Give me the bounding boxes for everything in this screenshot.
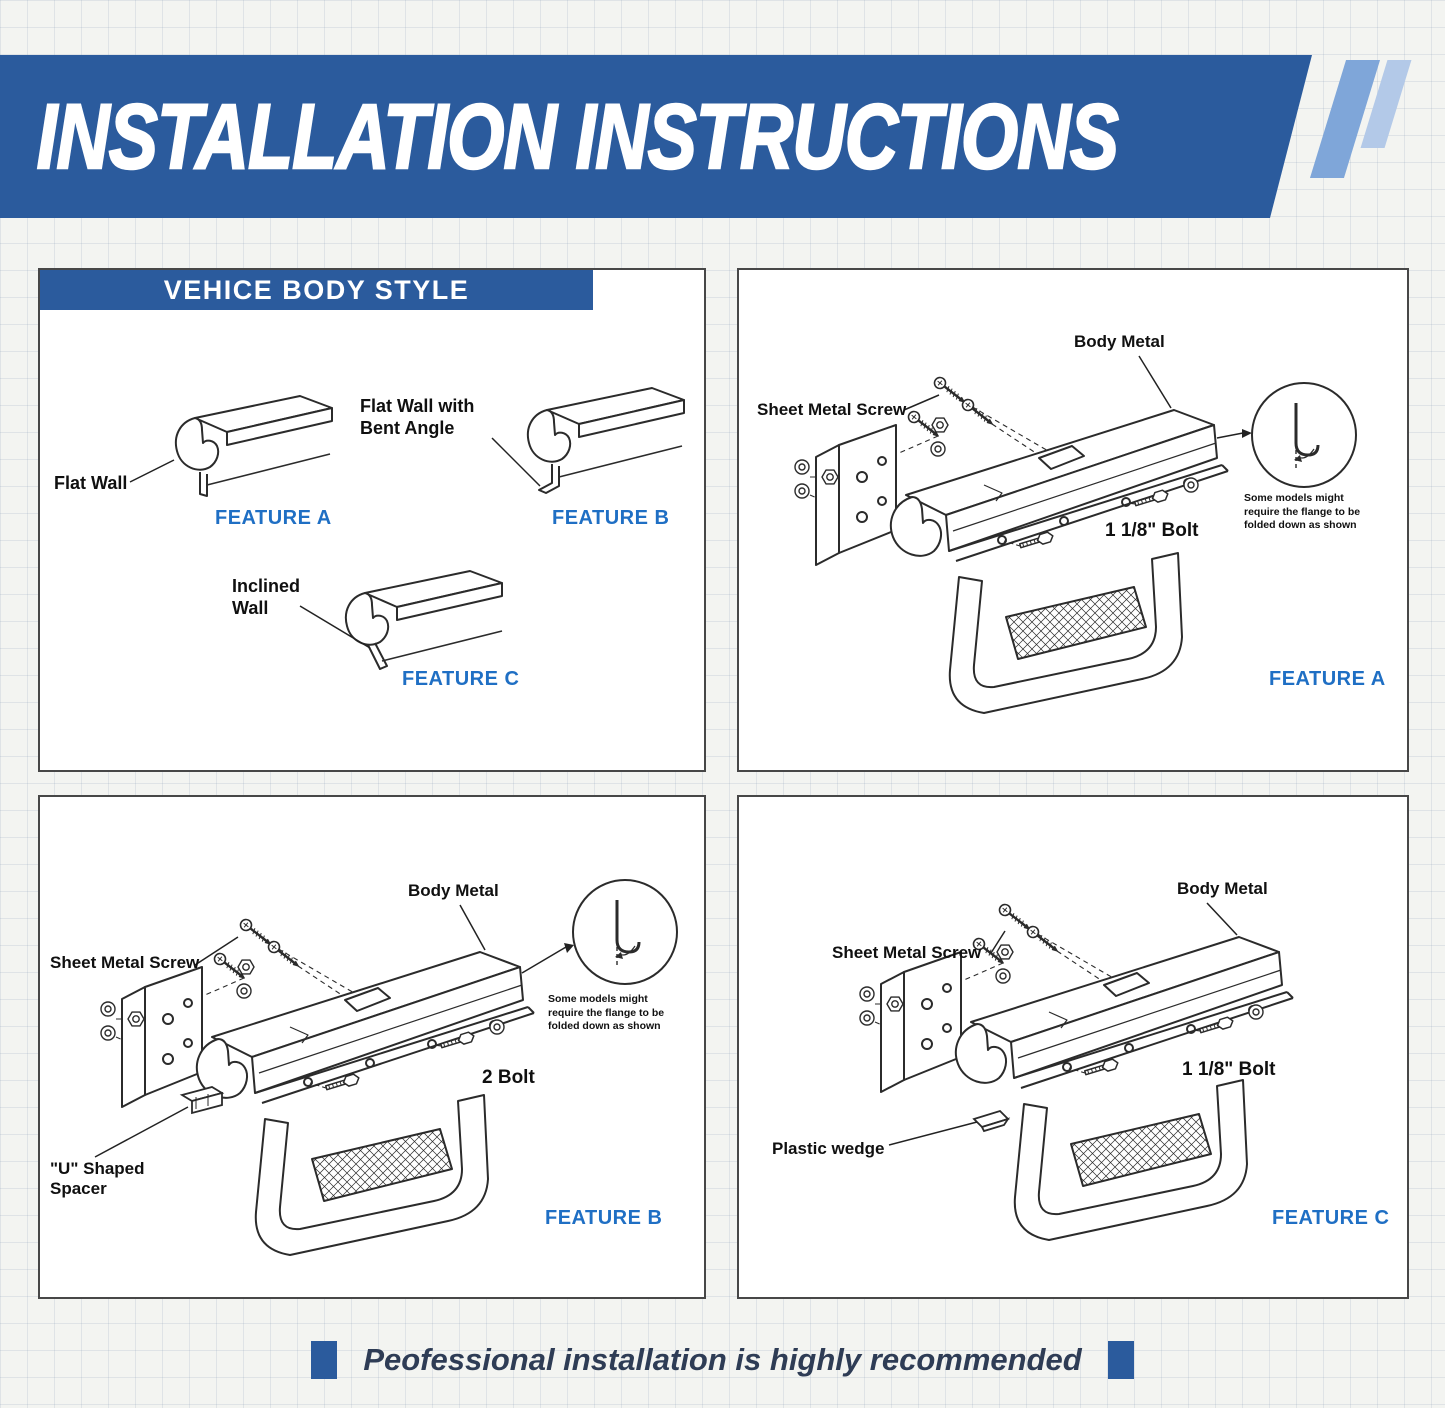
magnifier-detail-icon [1250,381,1358,489]
step-assembly-diagram [795,375,1228,713]
leader-lines [129,437,541,649]
sheet-metal-screw-label: Sheet Metal Screw [757,400,907,419]
bolt-label: 2 Bolt [482,1067,535,1088]
bolt-label: 1 1/8" Bolt [1105,520,1199,541]
page-title: INSTALLATION INSTRUCTIONS [36,85,1118,188]
feature-c-caption: FEATURE C [1272,1207,1390,1229]
feature-b-caption: FEATURE B [552,507,670,529]
wall-profile-flat [174,395,333,497]
feature-c-diagram [739,797,1407,1297]
body-style-title: VEHICE BODY STYLE [163,274,470,305]
panel-body-style: VEHICE BODY STYLE Flat Wall Flat Wall wi… [38,268,706,772]
leader-lines [94,904,574,1158]
flange-note: Some models might require the flange to … [1244,492,1361,532]
feature-b-caption: FEATURE B [545,1207,663,1229]
wall-profile-bent-angle [526,387,685,494]
wall-inclined-label: Inclined Wall [232,576,301,618]
footer: Peofessional installation is highly reco… [0,1338,1445,1382]
plastic-wedge-label: Plastic wedge [772,1139,885,1158]
flange-note: Some models might require the flange to … [548,993,665,1033]
wall-profile-inclined [344,570,503,670]
feature-a-diagram [739,355,1358,770]
leader-lines [903,355,1252,439]
magnifier-detail-icon [571,878,679,986]
feature-a-caption: FEATURE A [1269,668,1386,690]
footer-square-icon [1107,1341,1134,1379]
body-metal-label: Body Metal [1177,879,1268,898]
body-style-header: VEHICE BODY STYLE [40,270,593,310]
plastic-wedge-part [973,1110,1009,1132]
sheet-metal-screw-label: Sheet Metal Screw [832,943,982,962]
body-metal-label: Body Metal [408,881,499,900]
panel-feature-c: Body Metal Sheet Metal Screw 1 1/8" Bolt… [737,795,1409,1299]
wall-bent-label: Flat Wall with Bent Angle [360,396,475,438]
footer-text: Peofessional installation is highly reco… [363,1342,1082,1377]
body-metal-label: Body Metal [1074,332,1165,351]
wall-flat-label: Flat Wall [54,473,128,493]
bolt-label: 1 1/8" Bolt [1182,1059,1276,1080]
panel-feature-a: Body Metal Sheet Metal Screw 1 1/8" Bolt… [737,268,1409,772]
u-spacer-part [181,1086,223,1114]
u-spacer-label: "U" Shaped Spacer [50,1159,145,1199]
feature-b-diagram [94,878,679,1297]
panel-feature-b: Body Metal Sheet Metal Screw 2 Bolt "U" … [38,795,706,1299]
title-banner: INSTALLATION INSTRUCTIONS [0,55,1312,218]
sheet-metal-screw-label: Sheet Metal Screw [50,953,200,972]
footer-square-icon [311,1341,338,1379]
feature-c-caption: FEATURE C [402,668,520,690]
feature-a-caption: FEATURE A [215,507,332,529]
leader-lines [888,902,1238,1146]
body-style-diagram [129,387,685,670]
